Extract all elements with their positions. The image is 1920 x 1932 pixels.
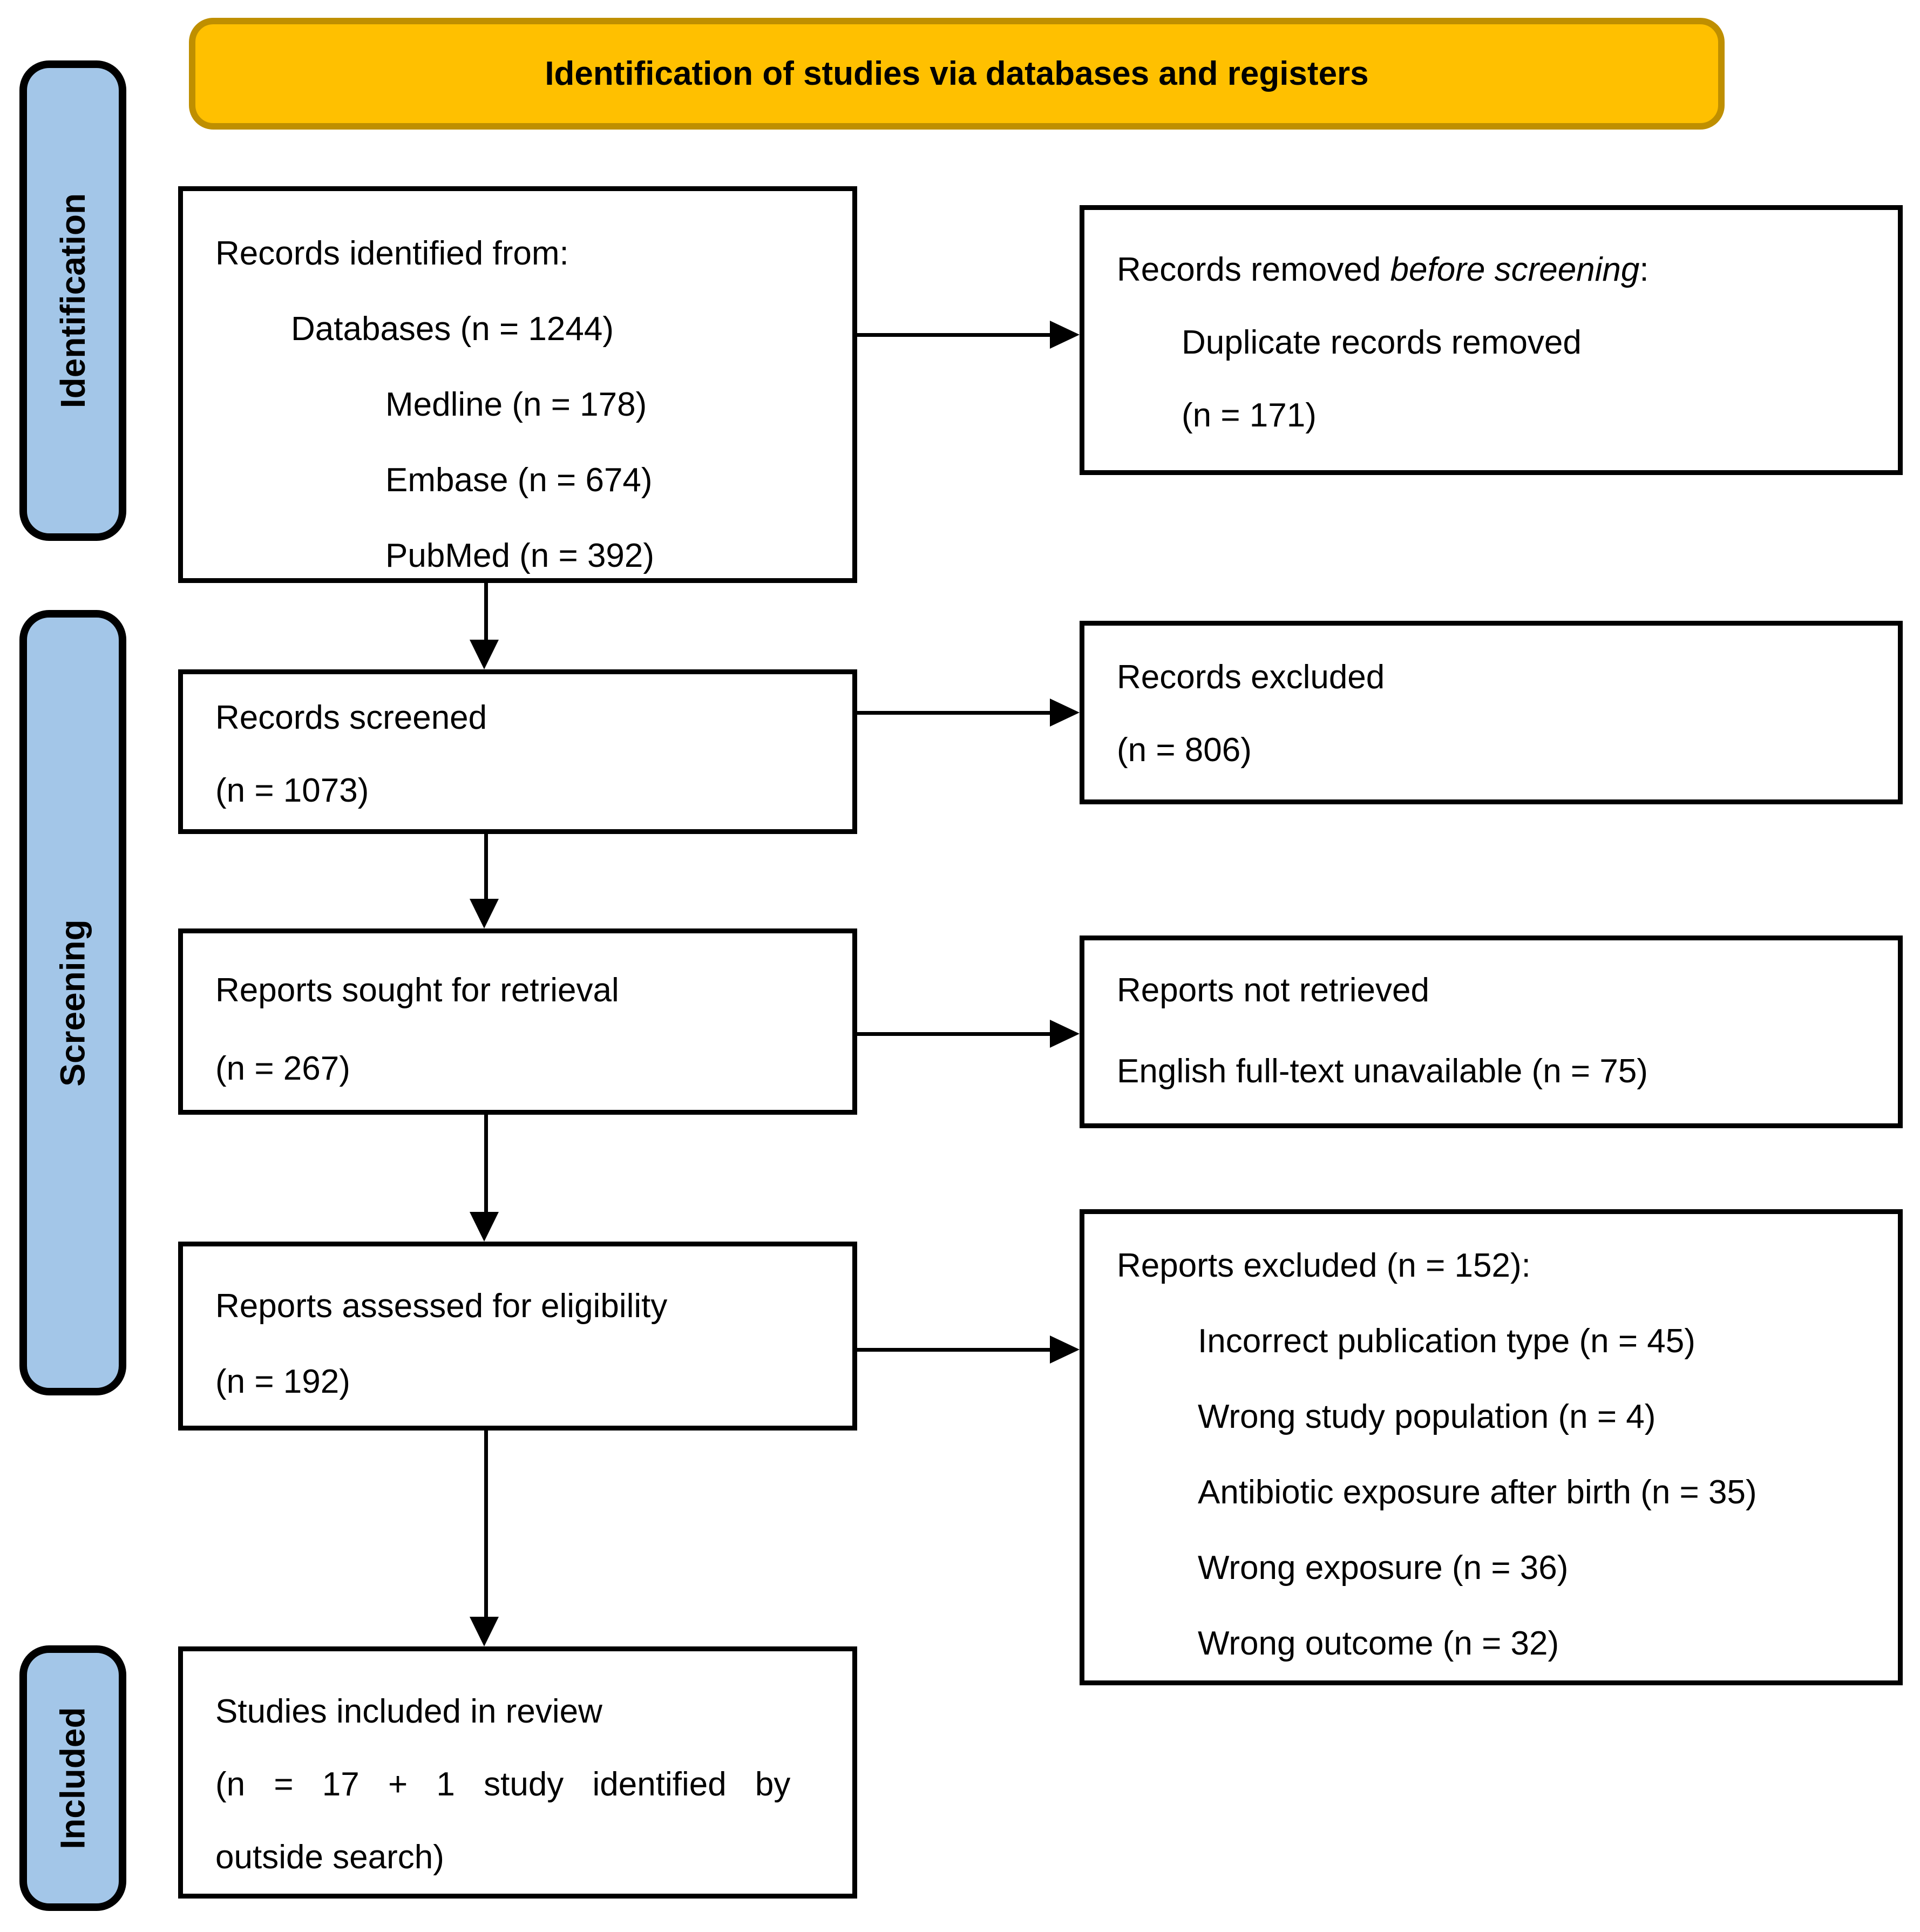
box-line: Antibiotic exposure after birth (n = 35) bbox=[1198, 1474, 1757, 1511]
box-line-text: Records removed bbox=[1117, 251, 1390, 288]
box-line: Records identified from: bbox=[215, 235, 569, 272]
phase-label-screening: Screening bbox=[19, 610, 126, 1395]
arrow-head-screened-to-excluded bbox=[1050, 699, 1080, 727]
box-line: Studies included in review bbox=[215, 1693, 602, 1730]
box-line: Records excluded bbox=[1117, 659, 1385, 696]
box-line: Wrong outcome (n = 32) bbox=[1198, 1625, 1559, 1662]
box-line: Incorrect publication type (n = 45) bbox=[1198, 1323, 1695, 1360]
box-line-italic: before screening bbox=[1390, 251, 1640, 288]
phase-label-text: Screening bbox=[53, 919, 92, 1087]
box-line: outside search) bbox=[215, 1839, 444, 1876]
box-line: Duplicate records removed bbox=[1182, 324, 1582, 361]
arrow-head-sought-to-not-retrieved bbox=[1050, 1020, 1080, 1048]
arrow-head-identified-to-removed bbox=[1050, 321, 1080, 349]
reports-excluded-box: Reports excluded (n = 152): Incorrect pu… bbox=[1080, 1209, 1903, 1685]
box-line-text: : bbox=[1639, 251, 1649, 288]
box-line: Wrong exposure (n = 36) bbox=[1198, 1549, 1569, 1587]
phase-label-text: Included bbox=[53, 1707, 92, 1849]
arrow-line-assessed-to-included bbox=[484, 1431, 488, 1619]
box-line: Records removed before screening: bbox=[1117, 233, 1887, 306]
box-line: (n = 806) bbox=[1117, 731, 1252, 769]
arrow-line-identified-to-screened bbox=[484, 583, 488, 643]
arrow-head-screened-to-sought bbox=[470, 899, 499, 928]
arrow-line-sought-to-assessed bbox=[484, 1115, 488, 1215]
arrow-head-assessed-to-reports-excluded bbox=[1050, 1336, 1080, 1364]
records-excluded-box: Records excluded (n = 806) bbox=[1080, 621, 1903, 804]
box-line: (n = 267) bbox=[215, 1050, 350, 1087]
box-line: Wrong study population (n = 4) bbox=[1198, 1398, 1656, 1435]
records-identified-box: Records identified from: Databases (n = … bbox=[178, 186, 857, 583]
arrow-head-assessed-to-included bbox=[470, 1617, 499, 1646]
arrow-head-identified-to-screened bbox=[470, 640, 499, 669]
reports-sought-box: Reports sought for retrieval (n = 267) bbox=[178, 928, 857, 1115]
box-line: Embase (n = 674) bbox=[385, 462, 653, 499]
records-screened-box: Records screened (n = 1073) bbox=[178, 669, 857, 834]
arrow-line-sought-to-not-retrieved bbox=[857, 1032, 1051, 1036]
studies-included-box: Studies included in review (n = 17 + 1 s… bbox=[178, 1646, 857, 1899]
header-banner: Identification of studies via databases … bbox=[189, 18, 1725, 130]
records-removed-box: Records removed before screening: Duplic… bbox=[1080, 205, 1903, 475]
box-line: English full-text unavailable (n = 75) bbox=[1117, 1053, 1648, 1090]
box-line: (n = 192) bbox=[215, 1363, 350, 1400]
arrow-line-screened-to-sought bbox=[484, 834, 488, 901]
box-line: Reports sought for retrieval bbox=[215, 972, 619, 1009]
header-title: Identification of studies via databases … bbox=[545, 55, 1369, 92]
arrow-line-identified-to-removed bbox=[857, 333, 1051, 337]
box-line: (n = 171) bbox=[1182, 397, 1317, 434]
box-line: Databases (n = 1244) bbox=[291, 310, 614, 348]
phase-label-included: Included bbox=[19, 1645, 126, 1911]
reports-not-retrieved-box: Reports not retrieved English full-text … bbox=[1080, 936, 1903, 1128]
phase-label-identification: Identification bbox=[19, 60, 126, 541]
box-line: Reports not retrieved bbox=[1117, 972, 1429, 1009]
reports-assessed-box: Reports assessed for eligibility (n = 19… bbox=[178, 1242, 857, 1431]
box-line: Records screened bbox=[215, 699, 487, 736]
phase-label-text: Identification bbox=[53, 193, 92, 409]
arrow-line-assessed-to-reports-excluded bbox=[857, 1348, 1051, 1352]
box-line: Reports assessed for eligibility bbox=[215, 1287, 668, 1325]
box-line: (n = 17 + 1 study identified by bbox=[215, 1766, 791, 1803]
arrow-head-sought-to-assessed bbox=[470, 1212, 499, 1242]
arrow-line-screened-to-excluded bbox=[857, 711, 1051, 715]
box-line: (n = 1073) bbox=[215, 772, 369, 809]
box-line: Reports excluded (n = 152): bbox=[1117, 1247, 1531, 1284]
box-line: PubMed (n = 392) bbox=[385, 537, 655, 574]
box-line: Medline (n = 178) bbox=[385, 386, 647, 423]
